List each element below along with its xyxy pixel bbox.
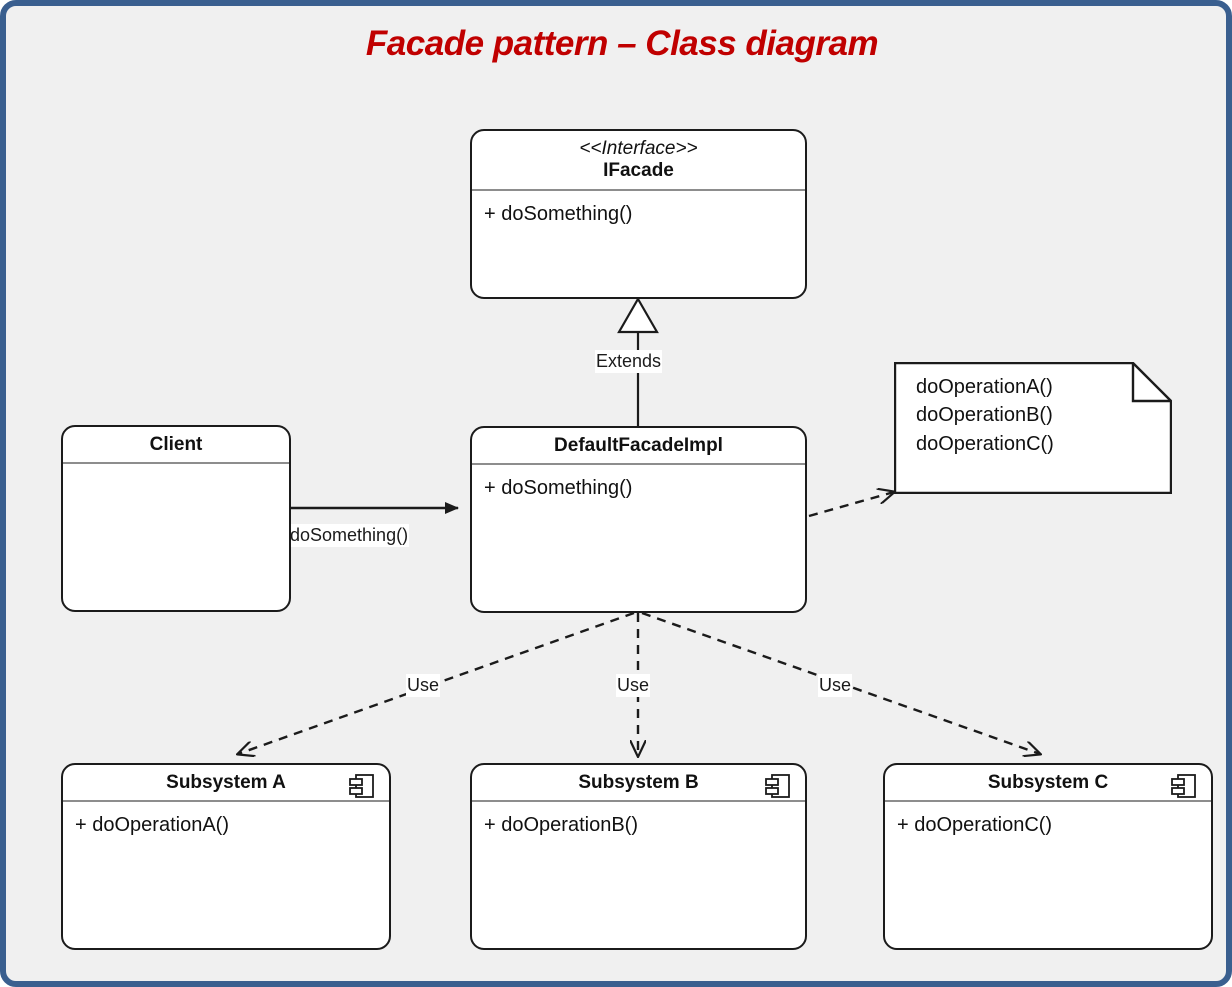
class-members-subsystem-c: + doOperationC()	[885, 802, 1211, 839]
class-name-subsystem-b: Subsystem B	[578, 772, 699, 793]
class-title-client: Client	[63, 427, 289, 465]
extends-label: Extends	[595, 350, 663, 373]
class-box-default-facade-impl[interactable]: DefaultFacadeImpl + doSomething()	[470, 426, 807, 613]
note-text: doOperationA() doOperationB() doOperatio…	[916, 373, 1054, 458]
class-member: + doSomething()	[484, 202, 633, 225]
class-name-ifacade: IFacade	[603, 160, 674, 182]
class-title-default-facade-impl: DefaultFacadeImpl	[472, 428, 805, 466]
class-box-subsystem-c[interactable]: Subsystem C + doOperationC()	[883, 763, 1213, 950]
use-b-label: Use	[616, 674, 651, 697]
note-dependency-connector	[808, 492, 894, 518]
class-members-subsystem-a: + doOperationA()	[63, 802, 389, 839]
note-line: doOperationA()	[916, 376, 1053, 398]
class-box-ifacade[interactable]: <<Interface>> IFacade + doSomething()	[470, 129, 807, 299]
class-box-subsystem-b[interactable]: Subsystem B + doOperationB()	[470, 763, 807, 950]
class-member: + doOperationC()	[897, 814, 1053, 837]
page-title: Facade pattern – Class diagram	[365, 24, 879, 63]
client-call-label: doSomething()	[289, 524, 410, 547]
use-c-label: Use	[818, 674, 853, 697]
class-box-client[interactable]: Client	[61, 425, 291, 612]
component-icon	[1171, 774, 1196, 798]
note-shape[interactable]: doOperationA() doOperationB() doOperatio…	[893, 361, 1173, 495]
class-members-subsystem-b: + doOperationB()	[472, 802, 805, 839]
class-member: + doOperationA()	[75, 814, 229, 837]
class-title-subsystem-a: Subsystem A	[63, 765, 389, 803]
class-title-ifacade: <<Interface>> IFacade	[472, 131, 805, 191]
class-name-client: Client	[149, 434, 203, 455]
component-icon	[765, 774, 790, 798]
note-line: doOperationB()	[916, 404, 1053, 427]
class-members-ifacade: + doSomething()	[472, 191, 805, 228]
component-icon	[349, 774, 374, 798]
class-members-default-facade-impl: + doSomething()	[472, 465, 805, 502]
class-name-default-facade-impl: DefaultFacadeImpl	[554, 435, 723, 456]
class-stereotype-ifacade: <<Interface>>	[579, 138, 698, 159]
note-outline	[893, 361, 1173, 495]
class-title-subsystem-b: Subsystem B	[472, 765, 805, 803]
class-box-subsystem-a[interactable]: Subsystem A + doOperationA()	[61, 763, 391, 950]
class-member: + doSomething()	[484, 477, 633, 500]
class-title-subsystem-c: Subsystem C	[885, 765, 1211, 803]
use-a-label: Use	[406, 674, 441, 697]
note-line: doOperationC()	[916, 432, 1054, 455]
class-member: + doOperationB()	[484, 814, 638, 837]
class-name-subsystem-c: Subsystem C	[987, 772, 1109, 793]
class-name-subsystem-a: Subsystem A	[166, 772, 286, 793]
